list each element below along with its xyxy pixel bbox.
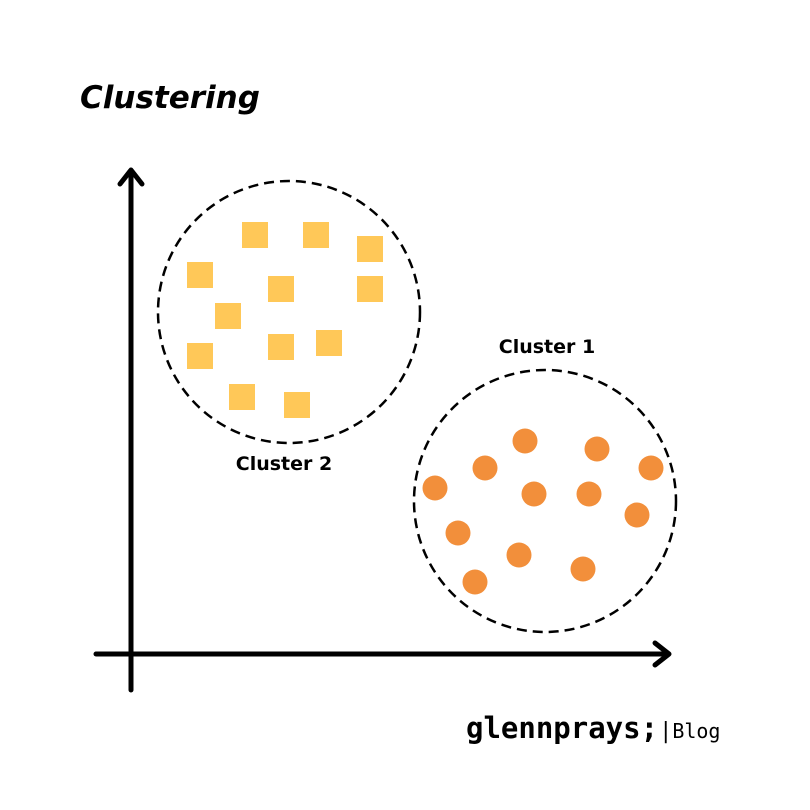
y-axis bbox=[117, 167, 145, 693]
cluster-1-point-2 bbox=[584, 436, 610, 462]
cluster-2-points bbox=[187, 222, 383, 418]
cluster-2-point-2 bbox=[303, 222, 329, 248]
cluster-1-point-3 bbox=[638, 455, 664, 481]
cluster-2-boundary bbox=[156, 179, 422, 445]
cluster-2-point-3 bbox=[357, 236, 383, 262]
cluster-2-point-9 bbox=[316, 330, 342, 356]
cluster-1-label: Cluster 1 bbox=[499, 336, 595, 358]
cluster-2-point-6 bbox=[357, 276, 383, 302]
cluster-1-boundary bbox=[412, 368, 678, 634]
cluster-1-point-7 bbox=[576, 481, 602, 507]
cluster-2-point-7 bbox=[215, 303, 241, 329]
cluster-2-point-12 bbox=[284, 392, 310, 418]
brand-suffix: Blog bbox=[672, 719, 721, 743]
brand-separator: | bbox=[659, 719, 673, 744]
x-axis bbox=[93, 640, 672, 668]
page-title: Clustering bbox=[80, 80, 260, 116]
cluster-2-label: Cluster 2 bbox=[236, 453, 332, 475]
cluster-1-points bbox=[422, 428, 664, 595]
cluster-1-point-5 bbox=[422, 475, 448, 501]
cluster-1-point-6 bbox=[521, 481, 547, 507]
cluster-2-point-10 bbox=[187, 343, 213, 369]
cluster-1-point-9 bbox=[445, 520, 471, 546]
brand-name: glennprays; bbox=[466, 711, 659, 745]
cluster-1-point-11 bbox=[570, 556, 596, 582]
cluster-1-point-4 bbox=[472, 455, 498, 481]
cluster-1-point-10 bbox=[506, 542, 532, 568]
cluster-2-point-8 bbox=[268, 334, 294, 360]
cluster-2-point-4 bbox=[187, 262, 213, 288]
cluster-2-point-1 bbox=[242, 222, 268, 248]
cluster-1-point-1 bbox=[512, 428, 538, 454]
brand-logo: glennprays; | Blog bbox=[466, 711, 720, 745]
cluster-2-point-5 bbox=[268, 276, 294, 302]
cluster-1-point-12 bbox=[462, 569, 488, 595]
cluster-2-point-11 bbox=[229, 384, 255, 410]
cluster-1-point-8 bbox=[624, 502, 650, 528]
